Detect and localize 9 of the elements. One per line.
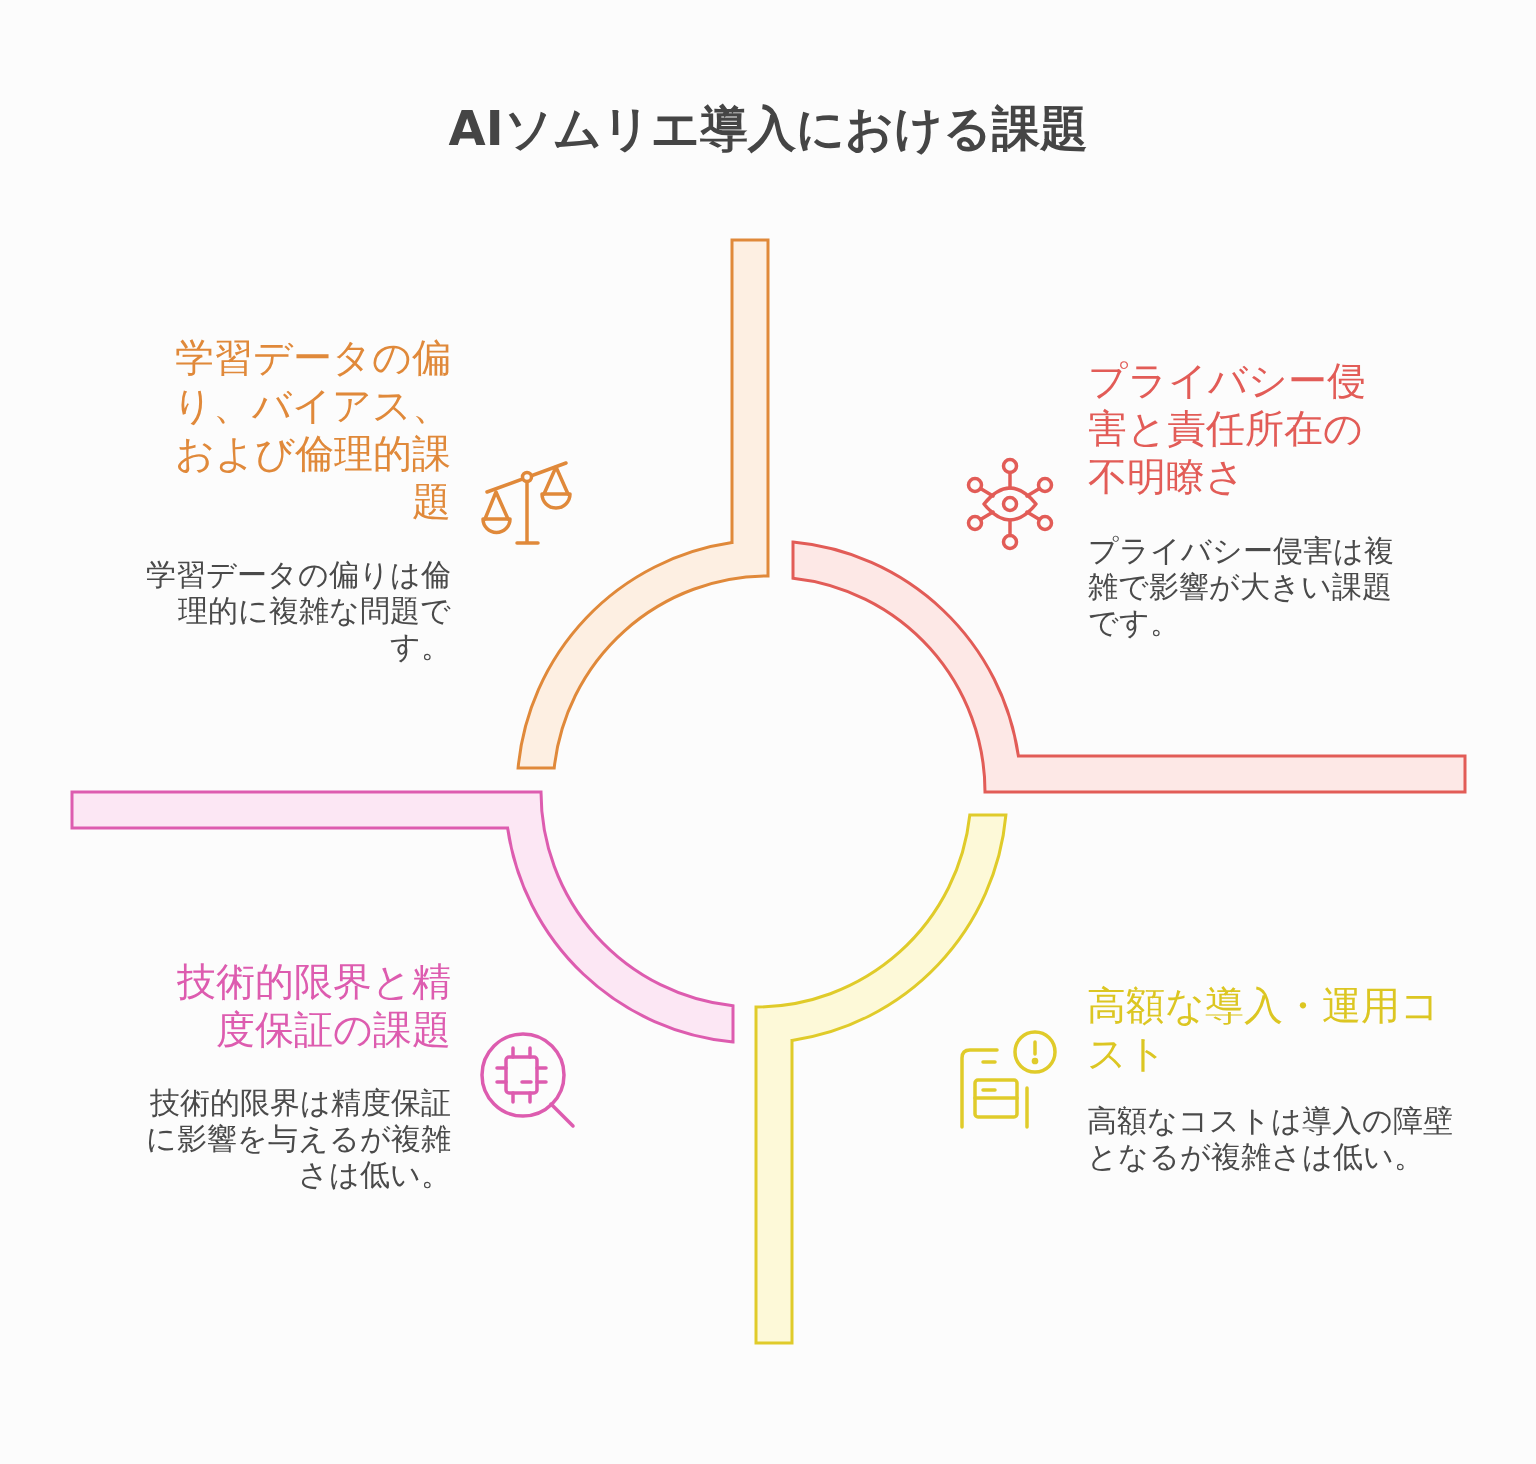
title: AIソムリエ導入における課題 xyxy=(448,99,1088,158)
description: 学習データの偏りは倫理的に複雑な問題です。 xyxy=(145,557,451,665)
heading: 学習データの偏り、バイアス、および倫理的課題 xyxy=(172,334,451,526)
heading: 技術的限界と精度保証の課題 xyxy=(176,958,451,1054)
description: 技術的限界は精度保証に影響を与えるが複雑さは低い。 xyxy=(145,1085,451,1193)
heading: プライバシー侵害と責任所在の不明瞭さ xyxy=(1088,357,1367,501)
description: プライバシー侵害は複雑で影響が大きい課題です。 xyxy=(1088,533,1395,641)
heading: 高額な導入・運用コスト xyxy=(1087,982,1441,1078)
description: 高額なコストは導入の障壁となるが複雑さは低い。 xyxy=(1087,1103,1454,1175)
